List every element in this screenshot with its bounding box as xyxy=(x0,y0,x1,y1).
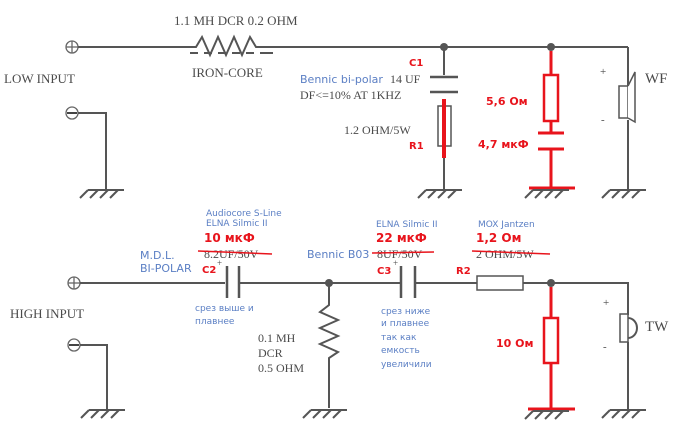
ground-icon xyxy=(79,189,125,199)
zobel-resistor xyxy=(542,73,560,123)
r2-strikethrough xyxy=(471,250,551,255)
c2-strikethrough xyxy=(197,250,273,255)
c3-strikethrough xyxy=(371,251,435,254)
c3-note-4: емкость xyxy=(381,346,420,356)
shunt-resistor-value: 10 Ом xyxy=(496,337,533,350)
c3-new-value: 22 мкФ xyxy=(376,231,427,245)
zobel-capacitor-value: 4,7 мкФ xyxy=(478,138,529,151)
c1-ref: C1 xyxy=(409,58,423,69)
low-top-wire xyxy=(78,34,628,58)
r2-new-value: 1,2 Ом xyxy=(476,231,521,245)
low-input-label: LOW INPUT xyxy=(4,71,75,86)
r2-new-brand: MOX Jantzen xyxy=(478,220,535,230)
c3-polarity: + xyxy=(393,258,398,268)
c2-note-2: плавнее xyxy=(195,317,235,327)
high-inductor-line2: DCR xyxy=(258,346,283,360)
c3-orig-brand: Bennic B03 xyxy=(307,248,369,261)
c2-note-1: срез выше и xyxy=(195,304,254,314)
wf-plus: + xyxy=(600,66,606,78)
c2-polarity: + xyxy=(217,258,222,268)
ground-icon xyxy=(302,409,348,419)
c3-old-value: 8UF/50V xyxy=(377,247,423,261)
high-minus-terminal xyxy=(67,338,81,352)
tweeter-speaker-icon xyxy=(619,313,638,343)
c2-old-value: 8.2UF/50V xyxy=(204,247,259,261)
wf-label: WF xyxy=(645,71,668,87)
r2-old-value: 2 OHM/5W xyxy=(476,247,534,261)
low-minus-terminal xyxy=(65,106,79,120)
c3-note-1: срез ниже xyxy=(381,307,431,317)
ground-icon xyxy=(524,189,570,199)
woofer-speaker-icon xyxy=(618,71,636,124)
wf-minus: - xyxy=(601,114,605,126)
junction-node xyxy=(547,43,555,51)
high-inductor-line3: 0.5 OHM xyxy=(258,361,304,375)
c2-new-value: 10 мкФ xyxy=(204,231,255,245)
high-out-wire xyxy=(523,282,629,315)
junction-node xyxy=(547,279,555,287)
c1-spec: DF<=10% AT 1KHZ xyxy=(300,88,401,102)
low-inductor-label: 1.1 MH DCR 0.2 OHM xyxy=(174,13,298,28)
high-input-label: HIGH INPUT xyxy=(10,306,84,321)
r1-ref: R1 xyxy=(409,141,424,152)
c2-ref: C2 xyxy=(202,265,216,276)
shunt-resistor xyxy=(542,316,560,365)
tw-minus: - xyxy=(603,341,607,353)
ground-icon xyxy=(417,189,463,199)
low-plus-terminal xyxy=(65,40,79,54)
tw-plus: + xyxy=(603,297,609,309)
tw-label: TW xyxy=(645,319,669,335)
c3-ref: C3 xyxy=(377,266,391,277)
ground-icon xyxy=(80,409,126,419)
low-ground-wire xyxy=(78,112,107,190)
c3-note-5: увеличили xyxy=(381,360,432,370)
high-ground-wire xyxy=(80,344,108,410)
c3-new-brand: ELNA Silmic II xyxy=(376,220,438,230)
c2-new-brand-2: ELNA Silmic II xyxy=(206,219,268,229)
c1-brand: Bennic bi-polar xyxy=(300,73,383,86)
r1-value: 1.2 OHM/5W xyxy=(344,123,411,137)
ground-icon xyxy=(601,409,647,419)
r2-ref: R2 xyxy=(456,266,471,277)
c3-note-2: и плавнее xyxy=(381,319,430,329)
c2-orig-brand-1: M.D.L. xyxy=(140,249,175,262)
c2-new-brand-1: Audiocore S-Line xyxy=(206,209,282,219)
ground-icon xyxy=(524,410,570,420)
high-shunt-inductor xyxy=(317,283,341,408)
c1-value: 14 UF xyxy=(390,72,421,86)
r2-resistor xyxy=(476,275,524,291)
c3-note-3: так как xyxy=(381,333,417,343)
high-inductor-line1: 0.1 MH xyxy=(258,331,296,345)
c2-orig-brand-2: BI-POLAR xyxy=(140,262,192,275)
zobel-resistor-value: 5,6 Ом xyxy=(486,95,528,108)
ground-icon xyxy=(601,189,647,199)
iron-core-label: IRON-CORE xyxy=(192,65,263,80)
high-plus-terminal xyxy=(67,276,81,290)
